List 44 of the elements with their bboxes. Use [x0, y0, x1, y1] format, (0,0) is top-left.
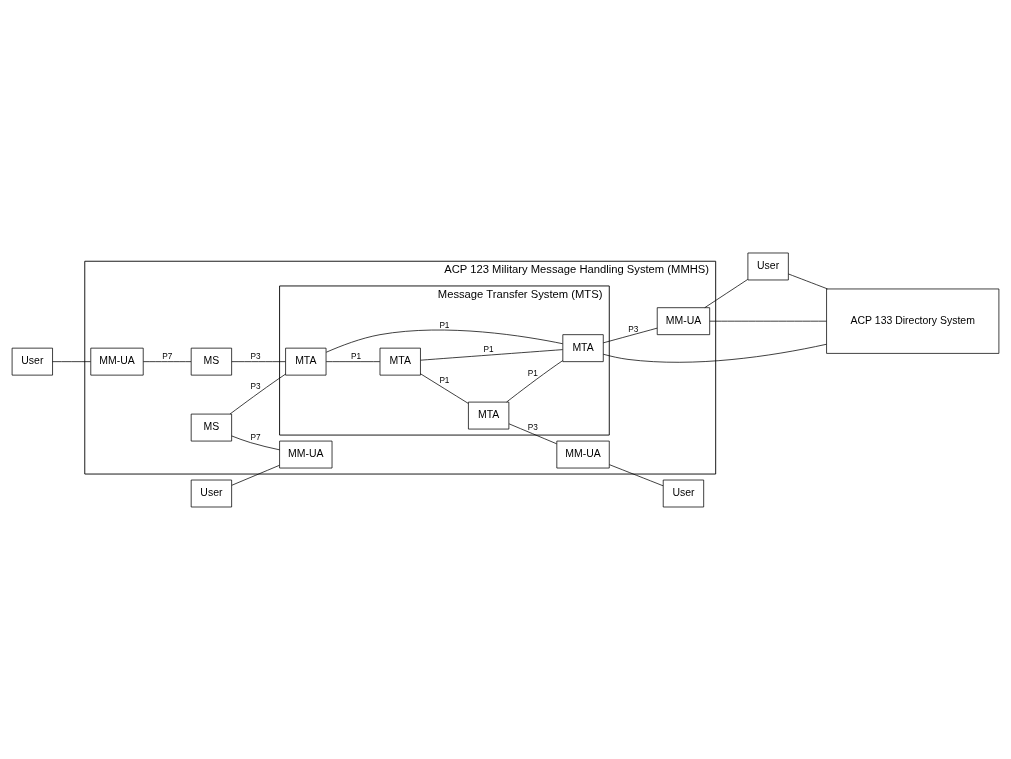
node-box: User	[662, 479, 705, 507]
edge-label: P1	[483, 344, 494, 354]
node-box: MTA	[379, 347, 421, 375]
node-box: MTA	[468, 401, 510, 429]
connector	[420, 372, 469, 404]
node-box: MM-UA	[656, 306, 711, 335]
edge-label: P1	[439, 320, 450, 330]
connector	[609, 463, 664, 486]
edge-label: P1	[350, 351, 362, 361]
connector	[603, 343, 827, 363]
edge-label: P1	[439, 375, 450, 385]
connector	[788, 273, 828, 289]
edge-label: P7	[162, 351, 173, 361]
connector	[704, 278, 748, 308]
node-box: MM-UA	[90, 347, 144, 375]
edge-label: P3	[527, 422, 538, 432]
node-box: MS	[190, 413, 232, 441]
node-box: User	[190, 479, 232, 507]
node-box: MTA	[285, 347, 327, 375]
connector	[231, 435, 280, 450]
connector	[709, 320, 827, 322]
connector	[420, 348, 563, 361]
connector	[325, 329, 563, 353]
connector	[602, 327, 658, 343]
node-box: MM-UA	[279, 440, 333, 468]
node-box: MS	[190, 347, 232, 375]
connector	[231, 464, 280, 486]
edge-label: P3	[250, 351, 261, 361]
edge-label: P3	[250, 381, 261, 391]
connector	[52, 360, 91, 362]
connector	[506, 359, 564, 402]
edge-label: P3	[628, 324, 639, 334]
edge-label: P7	[250, 432, 261, 442]
connector	[325, 360, 381, 362]
connector	[231, 360, 286, 362]
node-box: MTA	[562, 333, 604, 362]
node-box: User	[11, 347, 53, 375]
connector	[508, 423, 557, 444]
node-box: User	[747, 252, 789, 280]
node-box: MM-UA	[556, 440, 610, 468]
edge-label: P1	[527, 368, 538, 378]
connector	[143, 360, 192, 362]
node-box: ACP 133 Directory System	[826, 288, 1000, 354]
connector	[229, 373, 286, 414]
